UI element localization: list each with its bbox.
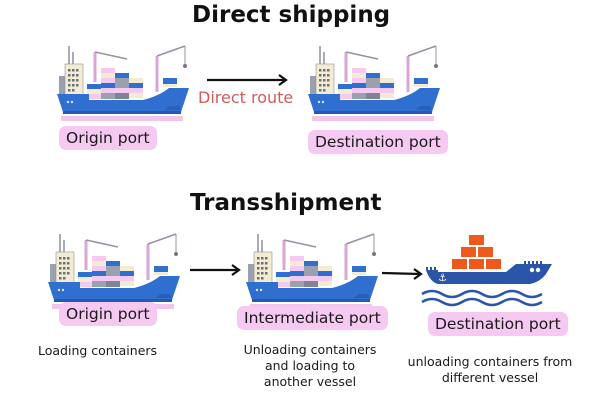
intermediate-caption: Unloading containers and loading to anot…	[236, 342, 384, 390]
transship-origin-port-label: Origin port	[59, 302, 157, 326]
transship-arrow-1	[190, 264, 241, 276]
direct-shipping-title: Direct shipping	[192, 2, 391, 28]
direct-route-label: Direct route	[198, 88, 294, 107]
origin-caption: Loading containers	[38, 343, 158, 358]
transship-arrow-2	[381, 268, 423, 280]
direct-route-arrow	[207, 74, 288, 86]
transship-origin-cargo-ship-icon	[46, 232, 182, 310]
direct-destination-port-label: Destination port	[308, 130, 448, 154]
direct-origin-port-label: Origin port	[59, 126, 157, 150]
intermediate-caption-line: another vessel	[263, 374, 357, 389]
destination-caption: unloading containers from different vess…	[390, 354, 590, 386]
intermediate-caption-line: Unloading containers	[243, 342, 377, 357]
destination-cargo-ship-icon	[306, 44, 442, 122]
transshipment-title: Transshipment	[190, 190, 382, 216]
destination-caption-line: unloading containers from	[407, 354, 573, 369]
svg-text:⚓: ⚓	[438, 273, 447, 284]
intermediate-port-label: Intermediate port	[237, 306, 388, 330]
transship-destination-port-label: Destination port	[428, 312, 568, 336]
destination-caption-line: different vessel	[441, 370, 539, 385]
destination-container-ship-icon: ⚓	[421, 235, 552, 307]
intermediate-cargo-ship-icon	[244, 232, 380, 310]
origin-cargo-ship-icon	[55, 44, 191, 122]
intermediate-caption-line: and loading to	[264, 358, 356, 373]
